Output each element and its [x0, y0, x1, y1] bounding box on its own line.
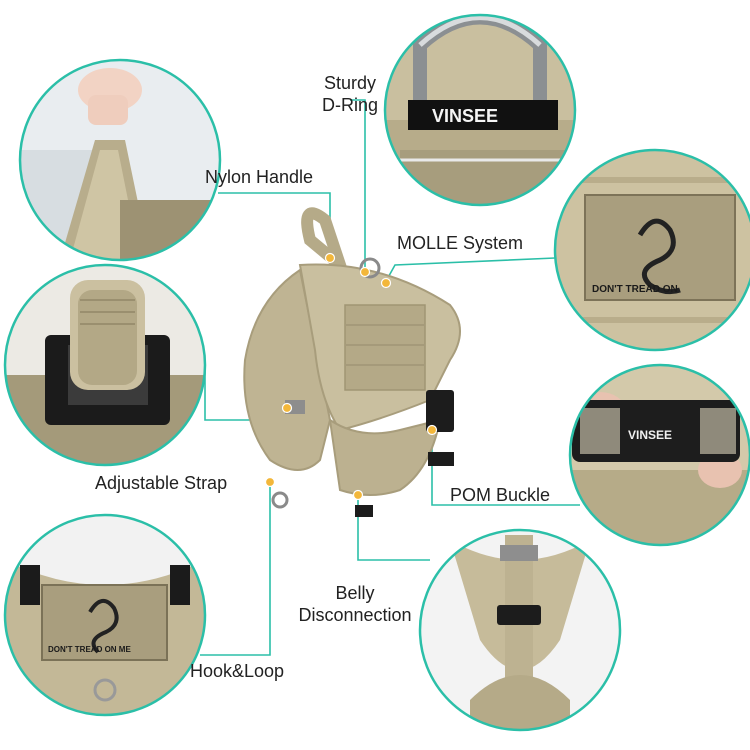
svg-text:DON'T TREAD ON ME: DON'T TREAD ON ME — [48, 645, 131, 654]
detail-circle-molle: DON'T TREAD ON — [555, 150, 750, 350]
detail-ring-belly — [418, 528, 622, 732]
dot-nylon-handle — [324, 252, 336, 264]
connector-belly — [357, 495, 430, 561]
detail-circle-hook-loop: DON'T TREAD ON ME — [5, 515, 205, 715]
label-pom-buckle: POM Buckle — [450, 485, 551, 505]
label-nylon-handle: Nylon Handle — [205, 167, 314, 187]
detail-ring-nylon-handle — [18, 58, 222, 262]
harness-main-illustration — [243, 207, 461, 517]
detail-circle-d-ring: VINSEE — [385, 15, 575, 205]
svg-text:DON'T TREAD ON: DON'T TREAD ON — [592, 284, 678, 295]
detail-ring-molle — [553, 148, 750, 352]
svg-text:VINSEE: VINSEE — [628, 428, 672, 442]
dot-belly — [352, 489, 364, 501]
label-sturdy-dring-line2: D-Ring — [321, 95, 378, 115]
detail-circle-belly — [420, 530, 620, 730]
detail-ring-pom-buckle — [568, 363, 750, 547]
label-molle-system: MOLLE System — [397, 233, 524, 253]
connector-molle — [384, 257, 556, 284]
dot-pom — [426, 424, 438, 436]
connector-d-ring — [350, 99, 366, 272]
dot-molle — [380, 277, 392, 289]
label-hook-loop: Hook&Loop — [190, 661, 285, 681]
dot-adjustable — [281, 402, 293, 414]
dot-d-ring — [359, 266, 371, 278]
detail-ring-hook-loop — [3, 513, 207, 717]
label-belly-line2: Disconnection — [298, 605, 412, 625]
label-sturdy-dring: Sturdy D-Ring — [300, 72, 400, 116]
label-belly-line1: Belly — [335, 583, 375, 603]
connector-hook — [200, 482, 271, 656]
detail-ring-adjustable-strap — [3, 263, 207, 467]
dot-hook — [264, 476, 276, 488]
label-adjustable-strap: Adjustable Strap — [95, 473, 228, 493]
label-sturdy-dring-line1: Sturdy — [323, 73, 377, 93]
svg-text:VINSEE: VINSEE — [432, 106, 498, 126]
detail-ring-d-ring — [383, 13, 577, 207]
label-belly-disconnection: Belly Disconnection — [280, 582, 430, 626]
callout-dots — [264, 252, 438, 501]
detail-circle-adjustable-strap — [5, 265, 205, 465]
